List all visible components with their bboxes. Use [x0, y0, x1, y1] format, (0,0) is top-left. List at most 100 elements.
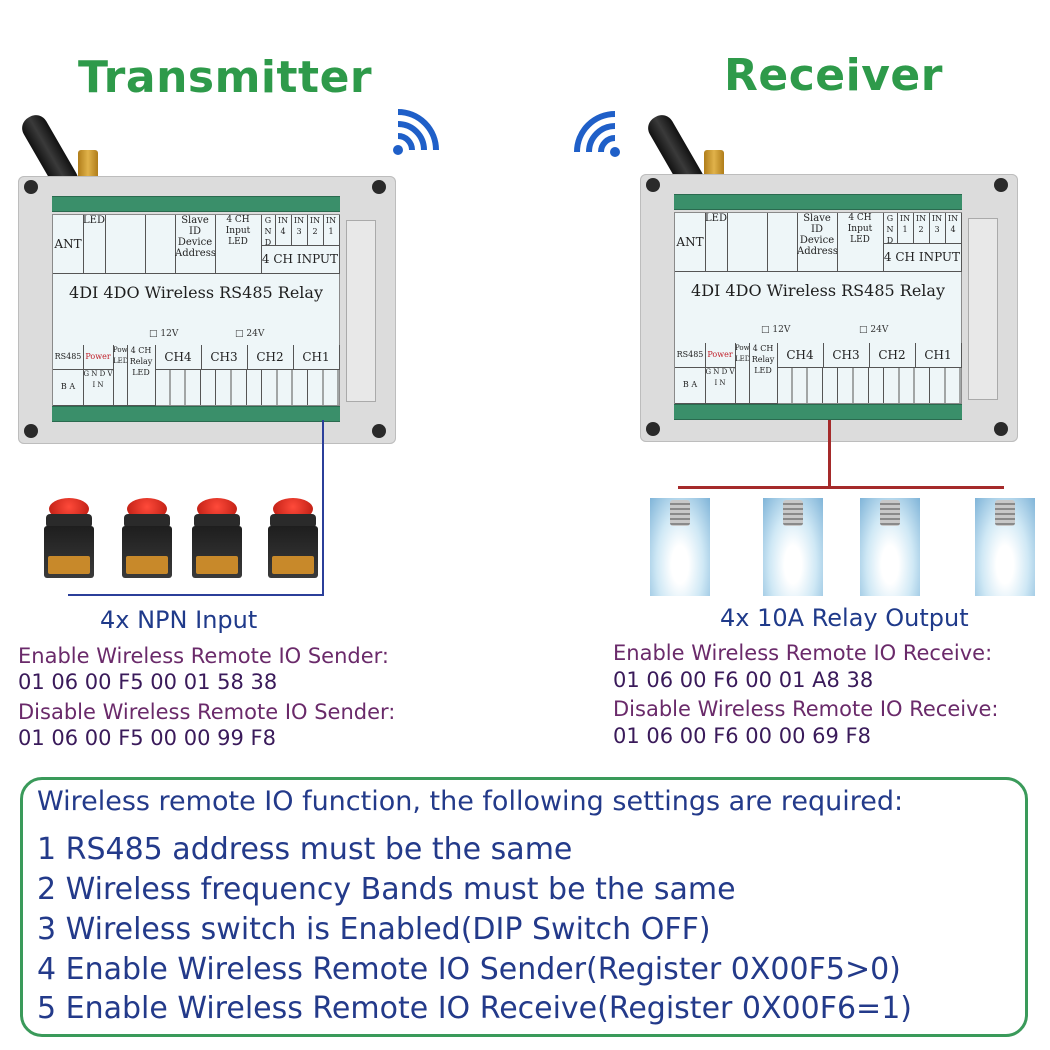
- ch4-label: CH4: [777, 343, 824, 368]
- side-rail: [346, 220, 376, 402]
- freq-label: [145, 215, 176, 274]
- ch1-label: CH1: [293, 345, 340, 370]
- freq-label: [767, 213, 798, 272]
- gnd-vin-label: G N D V I N: [705, 367, 736, 404]
- slave-id-label: Slave IDDevice Address: [175, 215, 216, 274]
- sender-enable-label: Enable Wireless Remote IO Sender:: [18, 644, 389, 668]
- top-terminal-strip: [52, 196, 340, 212]
- ant-label: ANT: [53, 215, 84, 274]
- screw-icon: [994, 422, 1008, 436]
- receiver-enable-label: Enable Wireless Remote IO Receive:: [613, 641, 992, 665]
- receiver-title: Receiver: [724, 50, 943, 101]
- wifi-signal-left-icon: [573, 110, 623, 160]
- input-led-label: 4 CH Input LED: [837, 213, 884, 272]
- push-button-icon: [122, 498, 172, 578]
- top-terminal-strip: [674, 194, 962, 210]
- ab-label: B A: [53, 369, 84, 406]
- input-wire-vertical: [322, 420, 324, 596]
- power-led-label: Power LED: [113, 345, 128, 406]
- wifi-signal-right-icon: [390, 108, 440, 158]
- voltage-24v: □ 24V: [859, 325, 888, 335]
- in-label: IN 4: [945, 213, 962, 244]
- push-button-icon: [268, 498, 318, 578]
- bottom-terminal-strip: [674, 404, 962, 420]
- input-caption: 4x NPN Input: [100, 606, 257, 634]
- receiver-disable-code: 01 06 00 F6 00 00 69 F8: [613, 724, 871, 748]
- push-button-icon: [44, 498, 94, 578]
- screw-icon: [646, 422, 660, 436]
- ant-label: ANT: [675, 213, 706, 272]
- screw-icon: [372, 180, 386, 194]
- bottom-terminal-strip: [52, 406, 340, 422]
- relay-terminal-grid: [777, 367, 961, 403]
- mode-label: [105, 215, 146, 274]
- in-label: IN 1: [897, 213, 914, 244]
- screw-icon: [994, 178, 1008, 192]
- in-label: IN 1: [323, 215, 340, 246]
- light-bulb-icon: [650, 498, 710, 596]
- gnd-label: G N D: [883, 213, 898, 244]
- rxtx-led-label: LED: [705, 213, 728, 272]
- relay-led-label: 4 CH Relay LED: [749, 343, 778, 404]
- sender-disable-code: 01 06 00 F5 00 00 99 F8: [18, 726, 276, 750]
- ch4-label: CH4: [155, 345, 202, 370]
- mode-label: [727, 213, 768, 272]
- screw-icon: [646, 178, 660, 192]
- input-led-label: 4 CH Input LED: [215, 215, 262, 274]
- requirement-item: 1 RS485 address must be the same: [37, 832, 572, 867]
- input-wire-bus: [68, 594, 324, 596]
- in-label: IN 2: [913, 213, 930, 244]
- voltage-24v: □ 24V: [235, 329, 264, 339]
- requirement-item: 2 Wireless frequency Bands must be the s…: [37, 872, 736, 907]
- gnd-label: G N D: [261, 215, 276, 246]
- output-wire-vertical: [828, 420, 831, 488]
- sender-enable-code: 01 06 00 F5 00 01 58 38: [18, 670, 277, 694]
- ch2-label: CH2: [247, 345, 294, 370]
- requirement-item: 5 Enable Wireless Remote IO Receive(Regi…: [37, 991, 912, 1026]
- light-bulb-icon: [860, 498, 920, 596]
- in-label: IN 4: [275, 215, 292, 246]
- in-label: IN 3: [929, 213, 946, 244]
- ch3-label: CH3: [823, 343, 870, 368]
- screw-icon: [24, 180, 38, 194]
- requirement-item: 4 Enable Wireless Remote IO Sender(Regis…: [37, 952, 901, 987]
- rs485-label: RS485: [675, 343, 706, 368]
- sender-disable-label: Disable Wireless Remote IO Sender:: [18, 700, 395, 724]
- power-label: Power: [83, 345, 114, 370]
- relay-led-label: 4 CH Relay LED: [127, 345, 156, 406]
- screw-icon: [24, 424, 38, 438]
- receiver-disable-label: Disable Wireless Remote IO Receive:: [613, 697, 999, 721]
- receiver-label-panel: ANT LED Slave IDDevice Address 4 CH Inpu…: [674, 212, 962, 404]
- ch1-label: CH1: [915, 343, 962, 368]
- ch2-label: CH2: [869, 343, 916, 368]
- rxtx-led-label: LED: [83, 215, 106, 274]
- screw-icon: [372, 424, 386, 438]
- side-rail: [968, 218, 998, 400]
- voltage-12v: □ 12V: [761, 325, 790, 335]
- device-main-label: 4DI 4DO Wireless RS485 Relay: [53, 283, 339, 302]
- input-header: 4 CH INPUT: [261, 245, 340, 274]
- output-caption: 4x 10A Relay Output: [720, 604, 969, 632]
- in-label: IN 3: [291, 215, 308, 246]
- light-bulb-icon: [763, 498, 823, 596]
- requirements-box: Wireless remote IO function, the followi…: [20, 777, 1028, 1037]
- power-led-label: Power LED: [735, 343, 750, 404]
- rs485-label: RS485: [53, 345, 84, 370]
- push-button-icon: [192, 498, 242, 578]
- input-header: 4 CH INPUT: [883, 243, 962, 272]
- transmitter-label-panel: ANT LED Slave IDDevice Address 4 CH Inpu…: [52, 214, 340, 406]
- output-wire-bus: [678, 486, 1004, 489]
- device-main-label: 4DI 4DO Wireless RS485 Relay: [675, 281, 961, 300]
- requirement-item: 3 Wireless switch is Enabled(DIP Switch …: [37, 912, 711, 947]
- receiver-enable-code: 01 06 00 F6 00 01 A8 38: [613, 668, 873, 692]
- power-label: Power: [705, 343, 736, 368]
- ab-label: B A: [675, 367, 706, 404]
- voltage-12v: □ 12V: [149, 329, 178, 339]
- in-label: IN 2: [307, 215, 324, 246]
- requirements-heading: Wireless remote IO function, the followi…: [37, 786, 903, 817]
- ch3-label: CH3: [201, 345, 248, 370]
- transmitter-title: Transmitter: [78, 52, 372, 103]
- light-bulb-icon: [975, 498, 1035, 596]
- gnd-vin-label: G N D V I N: [83, 369, 114, 406]
- slave-id-label: Slave IDDevice Address: [797, 213, 838, 272]
